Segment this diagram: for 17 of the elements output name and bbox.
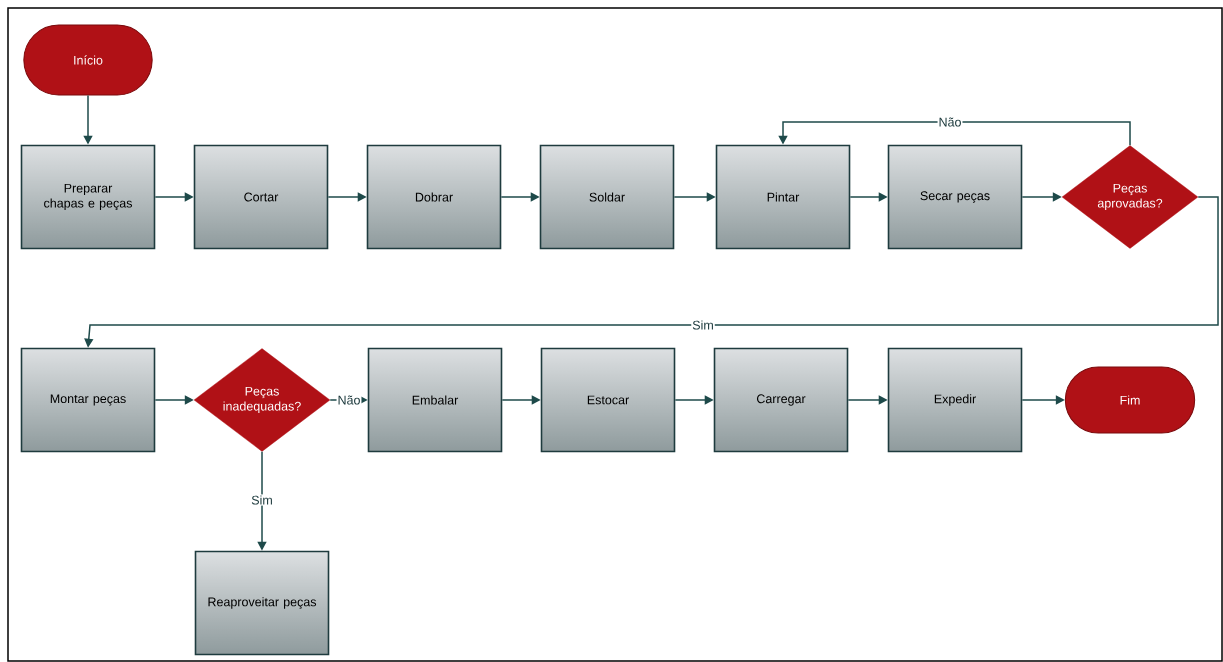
process-box: Expedir — [887, 347, 1023, 453]
arrow — [778, 121, 1131, 147]
process-box: Montar peças — [20, 347, 156, 453]
edge-label: Não — [937, 116, 963, 128]
process-box: Carregar — [713, 347, 849, 453]
edge-label: Sim — [250, 494, 274, 506]
edge-label: Não — [336, 394, 362, 406]
process-box: Preparar chapas e peças — [20, 144, 156, 250]
process-box: Reaproveitar peças — [194, 550, 330, 656]
process-box: Secar peças — [887, 144, 1023, 250]
process-box: Estocar — [540, 347, 676, 453]
edge-label: Sim — [691, 319, 715, 331]
process-box: Pintar — [715, 144, 851, 250]
process-box: Embalar — [367, 347, 503, 453]
process-box: Soldar — [539, 144, 675, 250]
process-box: Dobrar — [366, 144, 502, 250]
process-box: Cortar — [193, 144, 329, 250]
